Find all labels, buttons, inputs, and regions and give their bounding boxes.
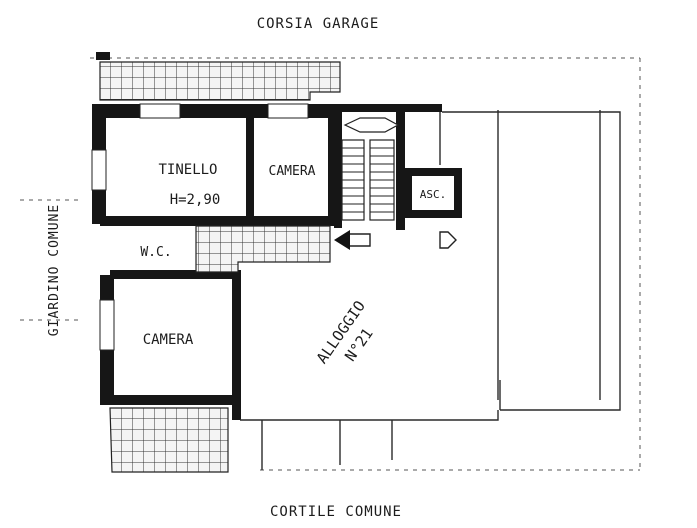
top-street-label: CORSIA GARAGE	[257, 16, 380, 32]
room-height-label: H=2,90	[170, 192, 221, 208]
windows	[91, 103, 309, 351]
lift-label: ASC.	[420, 188, 447, 201]
property-boundary	[20, 57, 641, 471]
bottom-balcony	[109, 407, 229, 473]
stairs	[341, 117, 400, 221]
room-bed-bottom-label: CAMERA	[143, 332, 194, 348]
bottom-street-label: CORTILE COMUNE	[270, 504, 402, 520]
top-balcony	[96, 52, 341, 101]
entrance-arrow-icon	[334, 230, 457, 250]
room-bed-top-label: CAMERA	[269, 164, 316, 179]
left-side-label: GIARDINO COMUNE	[47, 204, 62, 336]
room-wc-label: W.C.	[140, 245, 171, 260]
apartment-outline	[240, 110, 621, 470]
room-living-label: TINELLO	[158, 162, 217, 178]
corridor-tiles	[195, 225, 331, 273]
